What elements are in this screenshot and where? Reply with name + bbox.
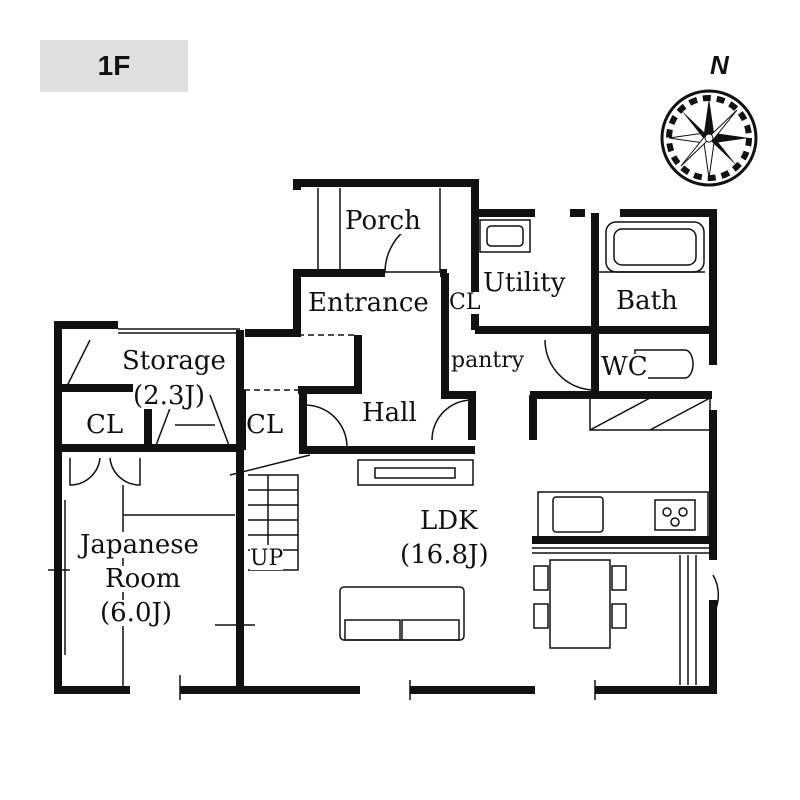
room-label-closet-left: CL bbox=[86, 410, 124, 440]
ldk-size: (16.8J) bbox=[400, 540, 489, 570]
room-label-entrance-closet: CL bbox=[449, 290, 481, 315]
room-label-japanese-room: Japanese bbox=[80, 530, 199, 560]
fixtures bbox=[48, 188, 720, 700]
room-label-entrance: Entrance bbox=[308, 288, 429, 318]
compass-icon bbox=[660, 89, 758, 187]
room-label-porch: Porch bbox=[345, 206, 421, 236]
room-label-hall: Hall bbox=[362, 398, 417, 428]
room-label-ldk: LDK bbox=[420, 506, 478, 536]
room-label-closet-middle: CL bbox=[246, 410, 284, 440]
north-label: N bbox=[710, 50, 729, 80]
room-label-utility: Utility bbox=[483, 268, 566, 298]
japanese-room-size: (6.0J) bbox=[100, 598, 173, 628]
room-label-storage: Storage bbox=[122, 346, 226, 376]
floor-label: 1F bbox=[40, 40, 188, 92]
room-label-japanese-room-2: Room bbox=[105, 564, 181, 594]
room-label-bath: Bath bbox=[616, 286, 678, 316]
stairs-up-label: UP bbox=[250, 546, 284, 571]
dashed-lines bbox=[239, 334, 355, 680]
storage-size: (2.3J) bbox=[133, 381, 206, 411]
room-label-wc: WC bbox=[601, 352, 648, 382]
room-label-pantry: pantry bbox=[451, 348, 525, 373]
